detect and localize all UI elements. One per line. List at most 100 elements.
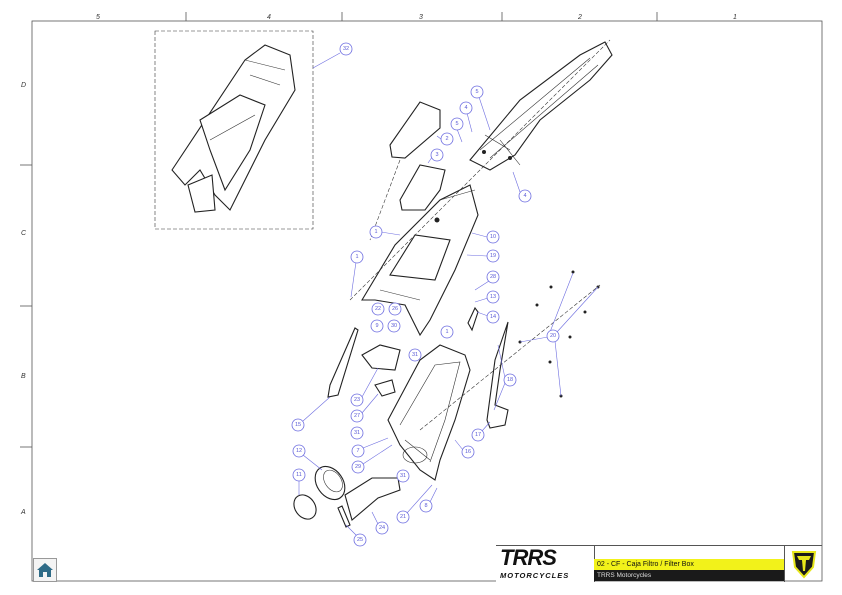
callout-number: 25: [357, 537, 363, 543]
part-callout: 16: [461, 445, 475, 459]
callout-circle: [351, 460, 365, 474]
callout-number: 11: [296, 472, 302, 478]
grid-ticks: [20, 12, 658, 448]
part-callout: 5: [450, 117, 464, 131]
callout-number: 31: [412, 352, 418, 358]
column-label: 4: [267, 14, 271, 21]
callout-number: 10: [490, 234, 496, 240]
airbox-cover: [361, 184, 479, 337]
callout-number: 1: [445, 329, 448, 335]
row-label: C: [21, 230, 27, 237]
callout-number: 18: [507, 377, 513, 383]
callout-circle: [546, 329, 560, 343]
callout-circle: [518, 189, 532, 203]
callout-circle: [486, 290, 500, 304]
part-callout: 1: [350, 250, 364, 264]
callout-number: 4: [464, 105, 467, 111]
callout-circle: [503, 373, 517, 387]
side-cover: [389, 101, 441, 159]
callout-circle: [350, 409, 364, 423]
tail-bracket: [486, 321, 509, 429]
gasket: [399, 164, 446, 211]
callout-number: 22: [375, 306, 381, 312]
callout-circle: [396, 510, 410, 524]
part-callout: 8: [419, 499, 433, 513]
callout-circle: [450, 117, 464, 131]
callout-number: 12: [296, 448, 302, 454]
callout-number: 1: [374, 229, 377, 235]
part-callout: 27: [350, 409, 364, 423]
callout-circle: [292, 444, 306, 458]
callout-number: 15: [295, 422, 301, 428]
part-callout: 2: [440, 132, 454, 146]
logo-subtext: MOTORCYCLES: [500, 571, 570, 580]
part-callout: 4: [518, 189, 532, 203]
logo-text: TRRS: [500, 546, 557, 570]
callout-number: 19: [490, 253, 496, 259]
callout-circle: [350, 393, 364, 407]
callout-circle: [461, 445, 475, 459]
callout-circle: [440, 132, 454, 146]
filter-bracket: [374, 379, 396, 397]
callout-number: 26: [392, 306, 398, 312]
callout-circle: [486, 270, 500, 284]
filter-plate: [361, 344, 401, 371]
callout-circle: [486, 249, 500, 263]
part-callout: 13: [486, 290, 500, 304]
row-label: A: [20, 509, 26, 516]
part-callout: 10: [486, 230, 500, 244]
callout-circle: [430, 148, 444, 162]
callout-circle: [440, 325, 454, 339]
part-callout: 9: [370, 319, 384, 333]
callout-number: 23: [354, 397, 360, 403]
part-callout: 31: [408, 348, 422, 362]
callout-number: 5: [455, 121, 458, 127]
home-button[interactable]: [33, 558, 57, 582]
callout-circle: [375, 521, 389, 535]
drawing-subtitle: TRRS Motorcycles: [594, 570, 784, 581]
callout-circle: [339, 42, 353, 56]
callout-circle: [388, 302, 402, 316]
callout-circle: [419, 499, 433, 513]
callout-number: 31: [400, 473, 406, 479]
callout-circle: [351, 444, 365, 458]
home-icon: [37, 563, 53, 577]
column-label: 1: [733, 14, 737, 21]
rear-fender: [469, 41, 613, 171]
callout-number: 28: [490, 274, 496, 280]
callout-number: 13: [490, 294, 496, 300]
filter-cage: [293, 494, 317, 520]
callout-number: 30: [391, 323, 397, 329]
part-callout: 20: [546, 329, 560, 343]
callout-circle: [371, 302, 385, 316]
part-callout: 29: [351, 460, 365, 474]
part-callout: 17: [471, 428, 485, 442]
callout-circle: [459, 101, 473, 115]
callout-number: 5: [475, 89, 478, 95]
callout-number: 14: [490, 314, 496, 320]
callout-circle: [291, 418, 305, 432]
callout-number: 3: [435, 152, 438, 158]
callout-circle: [470, 85, 484, 99]
part-callout: 18: [503, 373, 517, 387]
callout-number: 21: [400, 514, 406, 520]
column-label: 5: [96, 14, 100, 21]
callout-number: 29: [355, 464, 361, 470]
trrs-logo: TRRS MOTORCYCLES: [496, 546, 595, 582]
trrs-shield-icon: [784, 546, 823, 582]
callout-circle: [350, 250, 364, 264]
part-callout: 19: [486, 249, 500, 263]
callout-circle: [369, 225, 383, 239]
side-panel: [327, 327, 359, 398]
callout-number: 4: [523, 193, 526, 199]
row-label: B: [21, 373, 26, 380]
airbox-body: [387, 344, 471, 481]
part-callout: 15: [291, 418, 305, 432]
callout-circle: [486, 230, 500, 244]
callout-number: 8: [424, 503, 427, 509]
part-callout: 31: [350, 426, 364, 440]
callout-number: 1: [355, 254, 358, 260]
callout-number: 7: [356, 448, 359, 454]
